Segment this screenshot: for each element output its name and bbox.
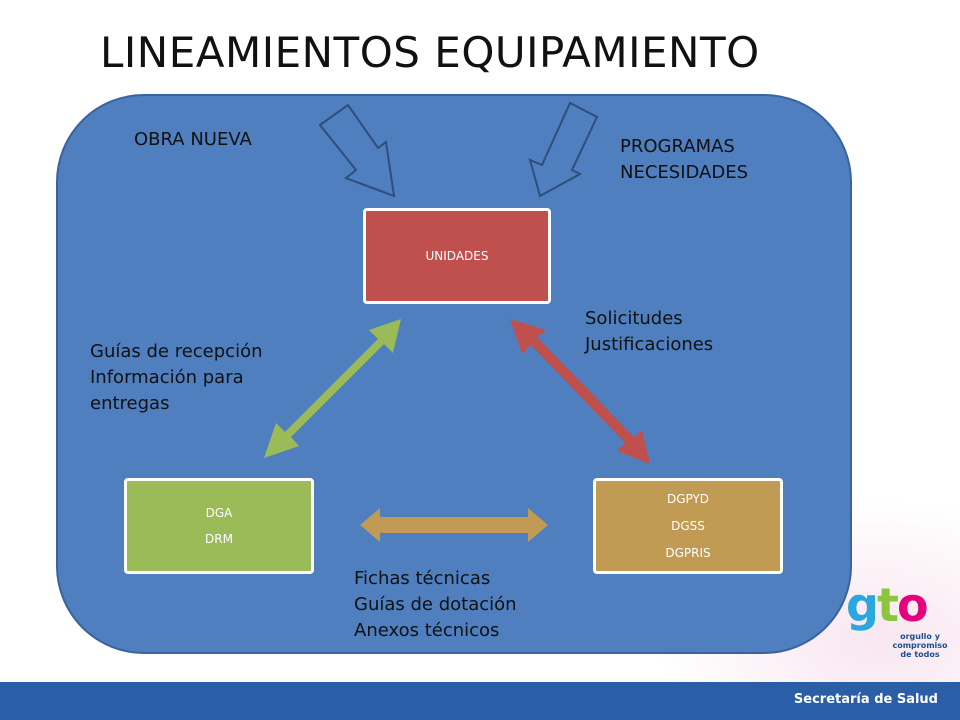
unidades-node: UNIDADES — [363, 208, 551, 304]
unidades-node-label: UNIDADES — [425, 249, 489, 263]
gto-logo: gto orgullo y compromiso de todos — [846, 578, 948, 670]
tan-double-arrow — [360, 508, 548, 542]
programas-arrow — [528, 101, 599, 198]
gto-logo-tagline: orgullo y compromiso de todos — [892, 632, 948, 659]
dgpris-node-line: DGPRIS — [665, 545, 711, 560]
red-double-arrow — [510, 319, 650, 464]
obra-nueva-label: OBRA NUEVA — [134, 129, 252, 150]
dgss-node-line: DGSS — [671, 518, 705, 533]
footer-text: Secretaría de Salud — [793, 692, 938, 707]
footer-bar: Secretaría de Salud — [0, 682, 960, 720]
green-double-arrow — [264, 319, 401, 458]
drm-node-line: DRM — [205, 532, 233, 546]
gto-logo-word: gto — [846, 578, 929, 632]
slide-title: LINEAMIENTOS EQUIPAMIENTO — [100, 28, 760, 77]
dgpyd-node: DGPYD DGSS DGPRIS — [593, 478, 783, 574]
obra-nueva-arrow — [318, 103, 396, 198]
dga-node: DGA DRM — [124, 478, 314, 574]
guias-label: Guías de recepción Información para entr… — [90, 341, 263, 414]
dgpyd-node-line: DGPYD — [666, 491, 710, 506]
solicitudes-label: Solicitudes Justificaciones — [585, 308, 714, 355]
dga-node-line: DGA — [205, 506, 233, 520]
fichas-label: Fichas técnicas Guías de dotación Anexos… — [354, 568, 517, 641]
programas-label: PROGRAMAS NECESIDADES — [620, 136, 749, 183]
